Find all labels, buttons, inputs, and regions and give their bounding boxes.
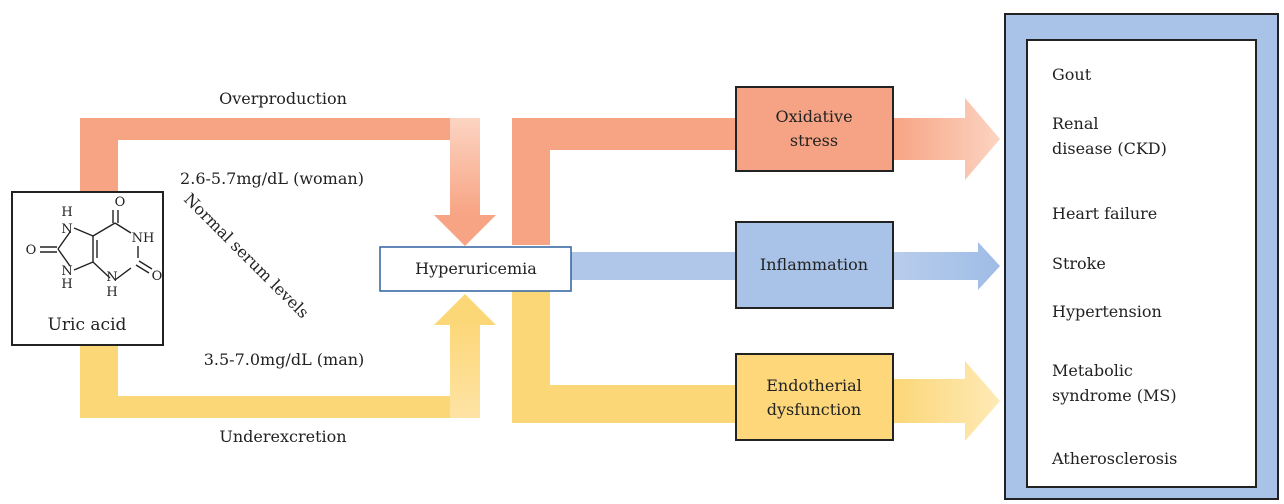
uric-acid-label: Uric acid [48,315,127,335]
atom-h2: H [106,285,117,300]
disease-metabolic-line-1: Metabolic [1052,361,1133,380]
uric-acid-structure [40,210,153,281]
atom-nh-right: NH [132,231,155,246]
disease-stroke: Stroke [1052,254,1106,273]
hyperuricemia-box: Hyperuricemia [379,246,572,292]
endothelial-dysfunction-box: Endotherial dysfunction [735,353,894,441]
disease-atherosclerosis: Atherosclerosis [1051,449,1177,468]
atom-o-top: O [115,195,126,210]
normal-serum-label: Normal serum levels [180,189,313,322]
uric-acid-box: H N NH O O O N H N H Uric acid [11,191,164,346]
disease-gout: Gout [1052,65,1092,84]
atom-o-right: O [152,269,163,284]
atom-h-top: H [61,205,72,220]
disease-renal-line-2: disease (CKD) [1052,139,1167,158]
atom-n3: N [61,264,72,279]
man-level-label: 3.5-7.0mg/dL (man) [204,350,365,369]
atom-n1: N [61,222,72,237]
inflammation-label: Inflammation [760,255,868,274]
oxidative-line-1: Oxidative [775,107,852,126]
oxidative-line-2: stress [790,131,838,150]
endothelial-line-2: dysfunction [767,400,861,419]
atom-n2: N [106,270,117,285]
disease-renal-line-1: Renal [1052,114,1098,133]
woman-level-label: 2.6-5.7mg/dL (woman) [180,169,364,188]
endothelial-line-1: Endotherial [766,376,861,395]
atom-o-left: O [26,243,37,258]
overproduction-flow [80,118,496,246]
disease-metabolic-line-2: syndrome (MS) [1052,386,1177,405]
disease-hypertension: Hypertension [1052,302,1162,321]
endothelial-flow [512,291,1000,441]
atom-h3: H [61,277,72,292]
disease-panel: Gout Renal disease (CKD) Heart failure S… [1004,13,1279,500]
oxidative-stress-box: Oxidative stress [735,86,894,172]
hyperuricemia-label: Hyperuricemia [415,259,537,278]
overproduction-label: Overproduction [219,89,347,108]
underexcretion-label: Underexcretion [219,427,346,446]
oxidative-flow [512,98,1000,245]
underexcretion-flow [80,294,496,418]
disease-heart-failure: Heart failure [1052,204,1157,223]
inflammation-flow [570,242,1000,290]
inflammation-box: Inflammation [735,221,894,309]
